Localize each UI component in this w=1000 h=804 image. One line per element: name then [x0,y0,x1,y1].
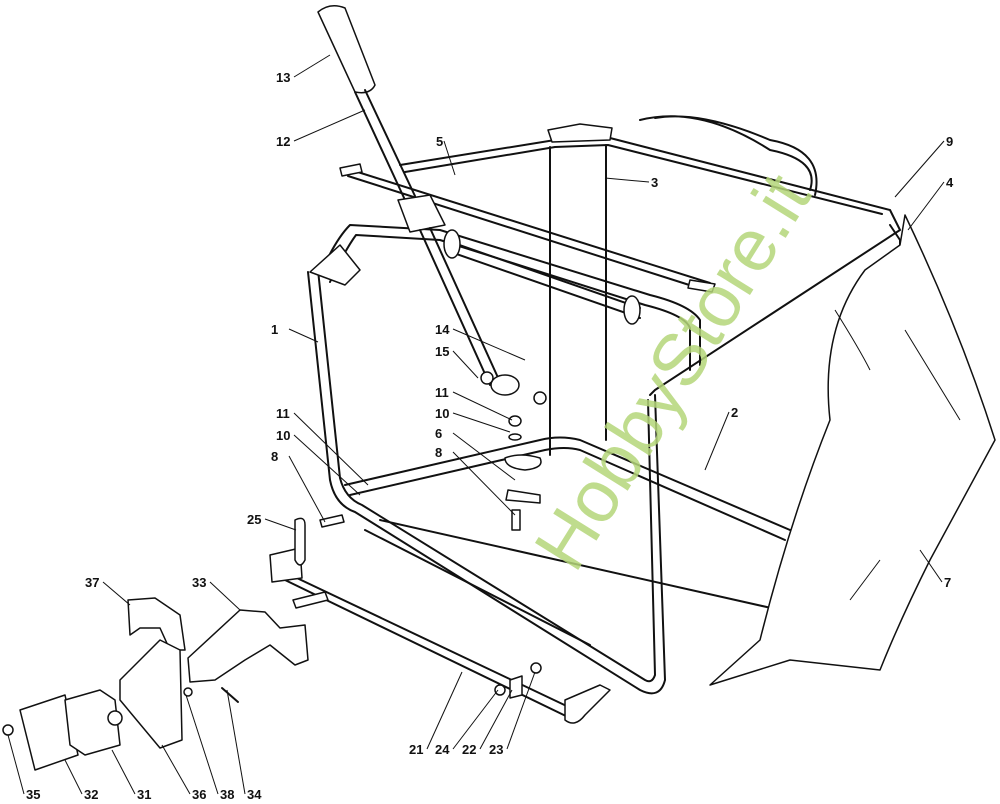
callout-13: 13 [276,70,290,85]
leader-line [288,455,326,523]
leader-line [293,54,331,78]
leader-line [161,744,191,795]
leader-line [452,391,513,421]
release-rod [269,514,611,724]
callout-38: 38 [220,787,234,802]
leader-line [443,140,456,176]
callout-32: 32 [84,787,98,802]
callout-5: 5 [436,134,443,149]
callout-35: 35 [26,787,40,802]
callout-12: 12 [276,134,290,149]
leader-line [226,689,246,795]
leader-line [452,328,526,361]
callout-11: 11 [276,406,290,421]
leader-line [452,432,516,481]
leader-line [293,109,366,142]
leader-line [293,412,369,486]
callout-11: 11 [435,385,449,400]
leader-line [102,581,131,606]
callout-7: 7 [944,575,951,590]
leader-line [479,689,513,750]
callout-34: 34 [247,787,262,802]
callout-33: 33 [192,575,206,590]
leader-line [111,749,136,795]
leader-line [452,412,511,433]
callout-22: 22 [462,742,476,757]
leader-line [264,518,297,531]
leader-line [907,181,945,231]
callout-4: 4 [946,175,954,190]
callout-9: 9 [946,134,953,149]
leader-line [452,350,479,379]
leader-line [894,140,945,198]
callout-24: 24 [435,742,450,757]
leader-line [7,734,25,795]
callout-10: 10 [435,406,449,421]
lever-handle [317,5,547,531]
callout-31: 31 [137,787,151,802]
leader-line [209,581,241,611]
leader-line [293,434,361,496]
callout-3: 3 [651,175,658,190]
watermark: HobbyStore.it [518,159,826,584]
callout-6: 6 [435,426,442,441]
leader-line [288,328,319,343]
leader-line [185,694,219,795]
leader-line [426,671,463,750]
leader-line [919,549,943,583]
leader-line [452,451,516,516]
callout-14: 14 [435,322,450,337]
callout-37: 37 [85,575,99,590]
callout-25: 25 [247,512,261,527]
grass-bag [639,115,996,686]
callout-15: 15 [435,344,449,359]
leader-line [506,671,536,750]
leader-line [604,177,650,183]
callout-1: 1 [271,322,278,337]
latch-assembly [2,597,309,771]
callout-23: 23 [489,742,503,757]
leader-line [64,759,83,795]
callout-10: 10 [276,428,290,443]
callout-8: 8 [271,449,278,464]
callout-21: 21 [409,742,423,757]
callout-8: 8 [435,445,442,460]
callout-36: 36 [192,787,206,802]
callout-labels: 13 12 5 3 9 4 1 14 15 11 10 6 8 2 11 10 8 25 37 33 7 21 24 22 23… [7,54,954,802]
leader-line [704,411,730,471]
callout-2: 2 [731,405,738,420]
leader-line [452,689,499,750]
